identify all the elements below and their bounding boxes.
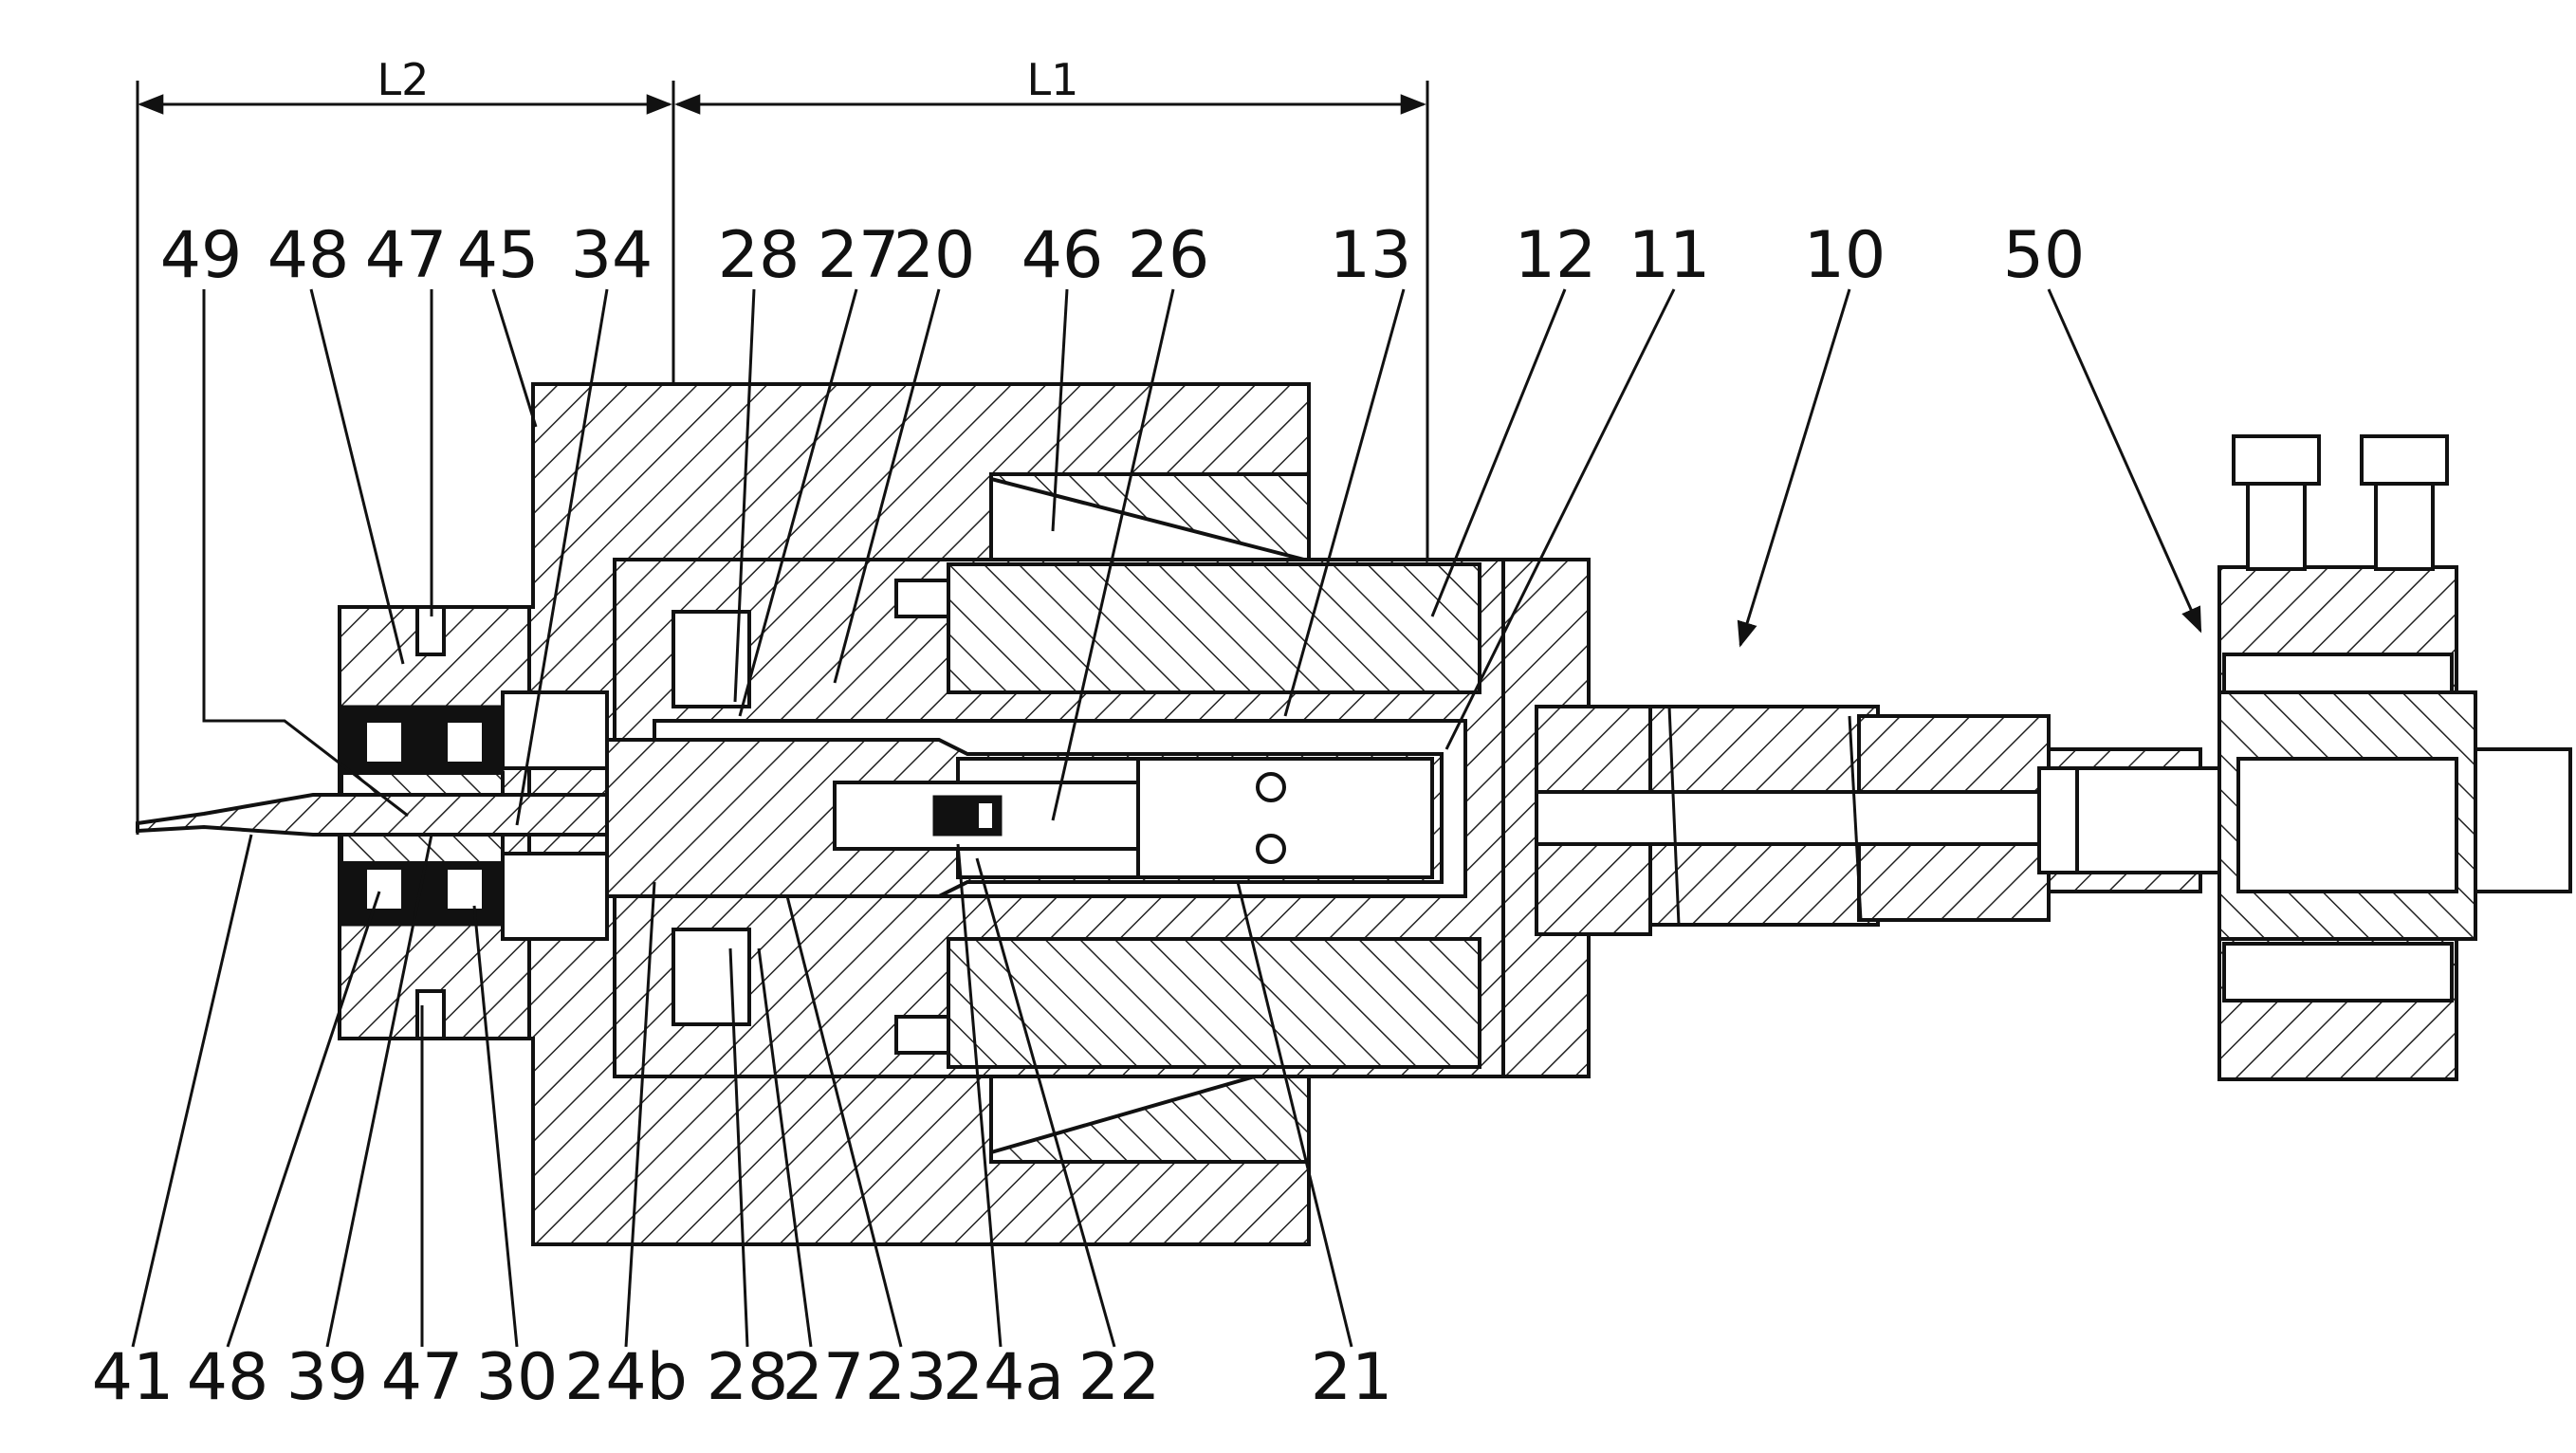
actuator xyxy=(2219,436,2570,1079)
label-28-bottom: 28 xyxy=(707,1340,789,1415)
label-46: 46 xyxy=(1021,218,1104,293)
label-47-top: 47 xyxy=(365,218,448,293)
piston-assembly xyxy=(607,740,1442,896)
label-28-top: 28 xyxy=(718,218,800,293)
label-47-bottom: 47 xyxy=(381,1340,464,1415)
label-23: 23 xyxy=(865,1340,948,1415)
label-21: 21 xyxy=(1311,1340,1393,1415)
label-27-bottom: 27 xyxy=(782,1340,865,1415)
label-50: 50 xyxy=(2003,218,2086,293)
label-12: 12 xyxy=(1515,218,1597,293)
labels-bottom: 41 48 39 47 30 24b 28 27 23 24a 22 21 xyxy=(92,1340,1393,1415)
label-13: 13 xyxy=(1330,218,1412,293)
shaft xyxy=(1503,560,2219,1076)
label-27-top: 27 xyxy=(818,218,900,293)
label-10: 10 xyxy=(1804,218,1886,293)
label-20: 20 xyxy=(893,218,976,293)
labels-top: 49 48 47 45 34 28 27 20 46 26 13 12 11 1… xyxy=(160,218,2086,293)
label-22: 22 xyxy=(1078,1340,1161,1415)
label-11: 11 xyxy=(1628,218,1711,293)
label-49: 49 xyxy=(160,218,243,293)
label-48-top: 48 xyxy=(267,218,350,293)
label-45: 45 xyxy=(457,218,540,293)
label-24b: 24b xyxy=(564,1340,688,1415)
label-41: 41 xyxy=(92,1340,175,1415)
label-48-bottom: 48 xyxy=(187,1340,269,1415)
label-24a: 24a xyxy=(943,1340,1064,1415)
label-34: 34 xyxy=(571,218,653,293)
dimension-l2-label: L2 xyxy=(377,54,430,105)
label-39: 39 xyxy=(286,1340,369,1415)
label-26: 26 xyxy=(1128,218,1210,293)
label-30: 30 xyxy=(476,1340,559,1415)
dimension-l1-label: L1 xyxy=(1027,54,1079,105)
